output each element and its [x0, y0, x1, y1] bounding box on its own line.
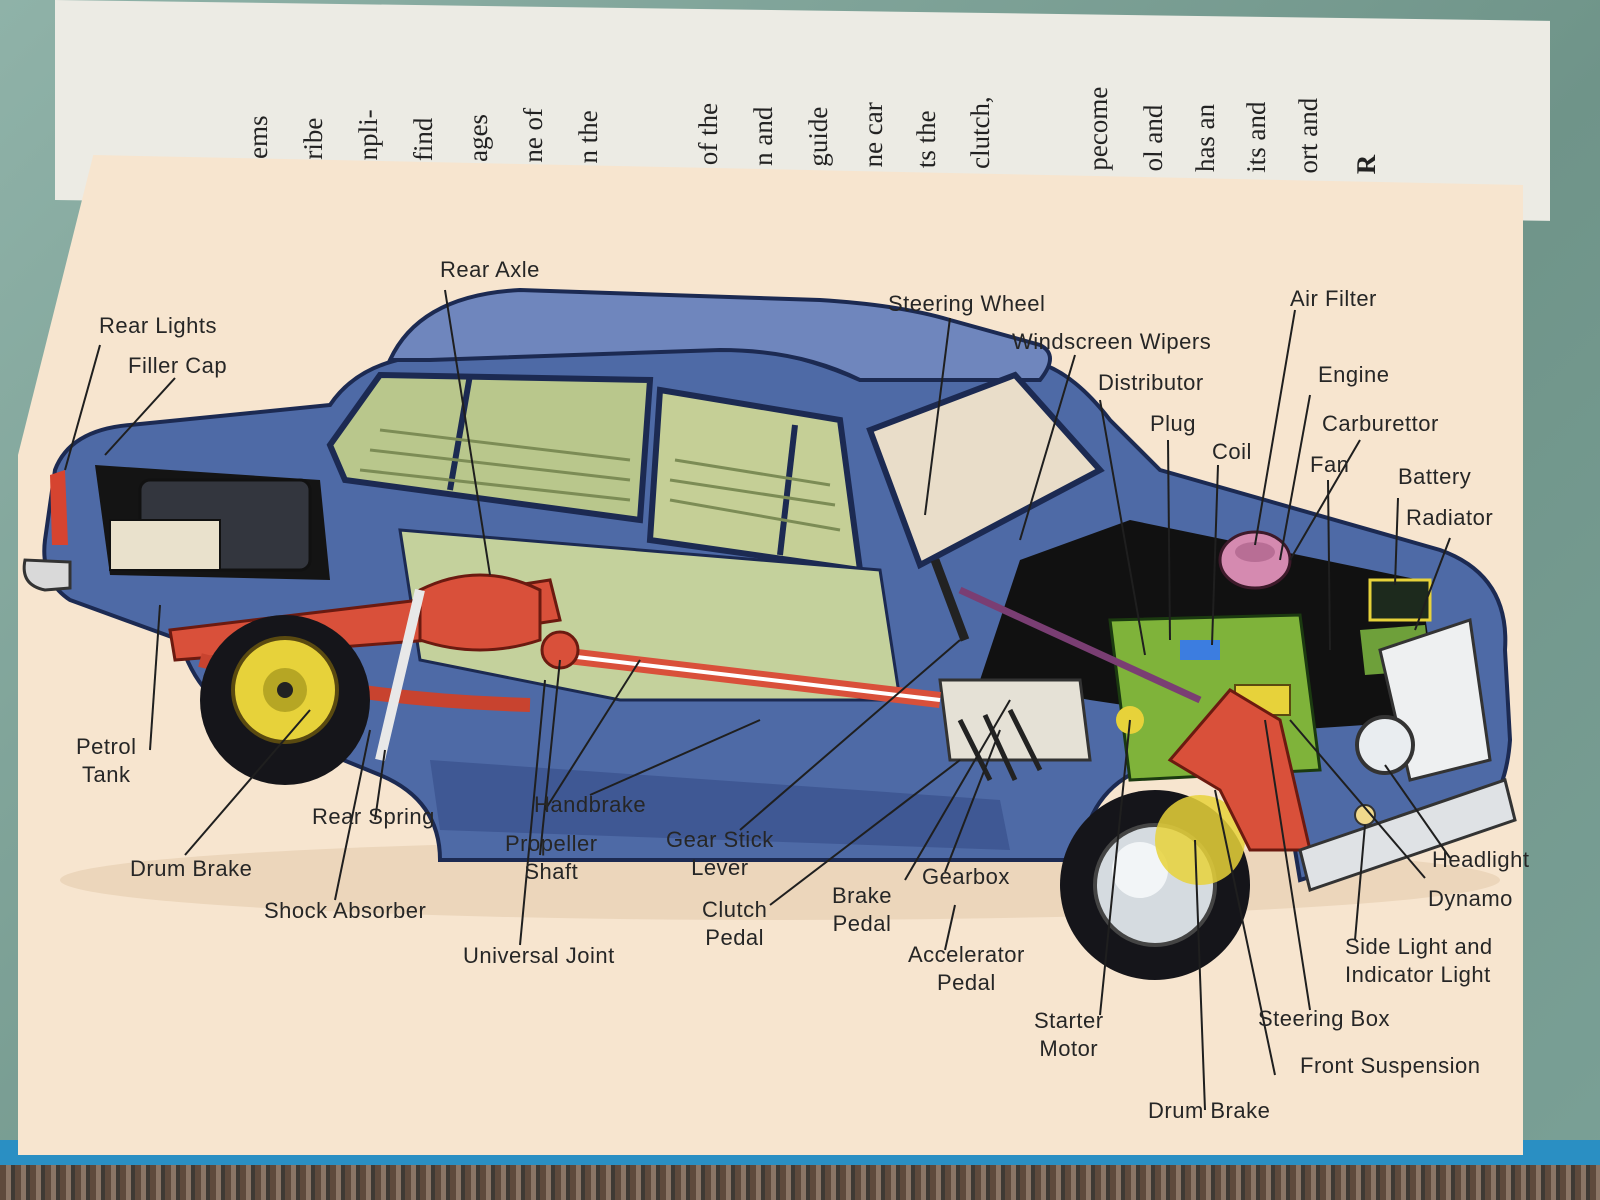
label-filler-cap: Filler Cap: [128, 353, 228, 378]
label-steering-wheel: Steering Wheel: [888, 291, 1046, 316]
label-side-light-indicator: Side Light and Indicator Light: [1345, 934, 1493, 987]
carpet-strip: [0, 1165, 1600, 1200]
label-rear-axle: Rear Axle: [440, 257, 540, 282]
label-gearbox: Gearbox: [922, 864, 1010, 889]
front-window: [646, 386, 864, 574]
label-petrol-tank: Petrol Tank: [76, 734, 137, 787]
label-universal-joint: Universal Joint: [463, 943, 615, 968]
label-windscreen-wipers: Windscreen Wipers: [1012, 329, 1212, 354]
label-plug: Plug: [1150, 411, 1197, 436]
label-accelerator-pedal: Accelerator Pedal: [908, 942, 1025, 995]
label-battery: Battery: [1398, 464, 1472, 489]
label-coil: Coil: [1212, 439, 1252, 464]
label-gear-stick-lever: Gear Stick Lever: [666, 827, 774, 880]
rear-light: [50, 470, 68, 545]
label-handbrake: Handbrake: [534, 792, 647, 817]
label-drum-brake-rear: Drum Brake: [130, 856, 253, 881]
seat-stripes: [359, 428, 841, 532]
label-headlight: Headlight: [1432, 847, 1530, 872]
label-clutch-pedal: Clutch Pedal: [702, 897, 768, 950]
label-propeller-shaft: Propeller Shaft: [505, 831, 598, 884]
front-bumper: [1298, 778, 1517, 892]
label-front-suspension: Front Suspension: [1300, 1053, 1481, 1078]
shock-absorber: [375, 588, 425, 762]
coil: [1180, 640, 1220, 660]
label-rear-spring: Rear Spring: [312, 804, 435, 829]
label-shock-absorber: Shock Absorber: [264, 898, 427, 923]
headlight: [1355, 715, 1415, 775]
label-starter-motor: Starter Motor: [1034, 1008, 1104, 1061]
label-rear-lights: Rear Lights: [99, 313, 218, 338]
body-sill: [430, 760, 1010, 850]
front-drum-brake: [1155, 795, 1245, 885]
label-steering-box: Steering Box: [1258, 1006, 1390, 1031]
windscreen: [866, 371, 1105, 570]
steering-column: [958, 586, 1202, 704]
differential: [418, 573, 542, 652]
leader-lines: [64, 289, 1451, 1111]
label-drum-brake-front: Drum Brake: [1148, 1098, 1271, 1123]
label-brake-pedal: Brake Pedal: [832, 883, 892, 936]
label-fan: Fan: [1310, 452, 1350, 477]
rear-window: [326, 371, 654, 524]
label-carburettor: Carburettor: [1322, 411, 1439, 436]
gear-stick: [930, 558, 970, 642]
label-air-filter: Air Filter: [1290, 286, 1377, 311]
rear-bumper: [22, 558, 72, 592]
label-dynamo: Dynamo: [1428, 886, 1513, 911]
battery: [1368, 578, 1432, 622]
label-radiator: Radiator: [1406, 505, 1494, 530]
label-engine: Engine: [1318, 362, 1390, 387]
label-distributor: Distributor: [1098, 370, 1204, 395]
